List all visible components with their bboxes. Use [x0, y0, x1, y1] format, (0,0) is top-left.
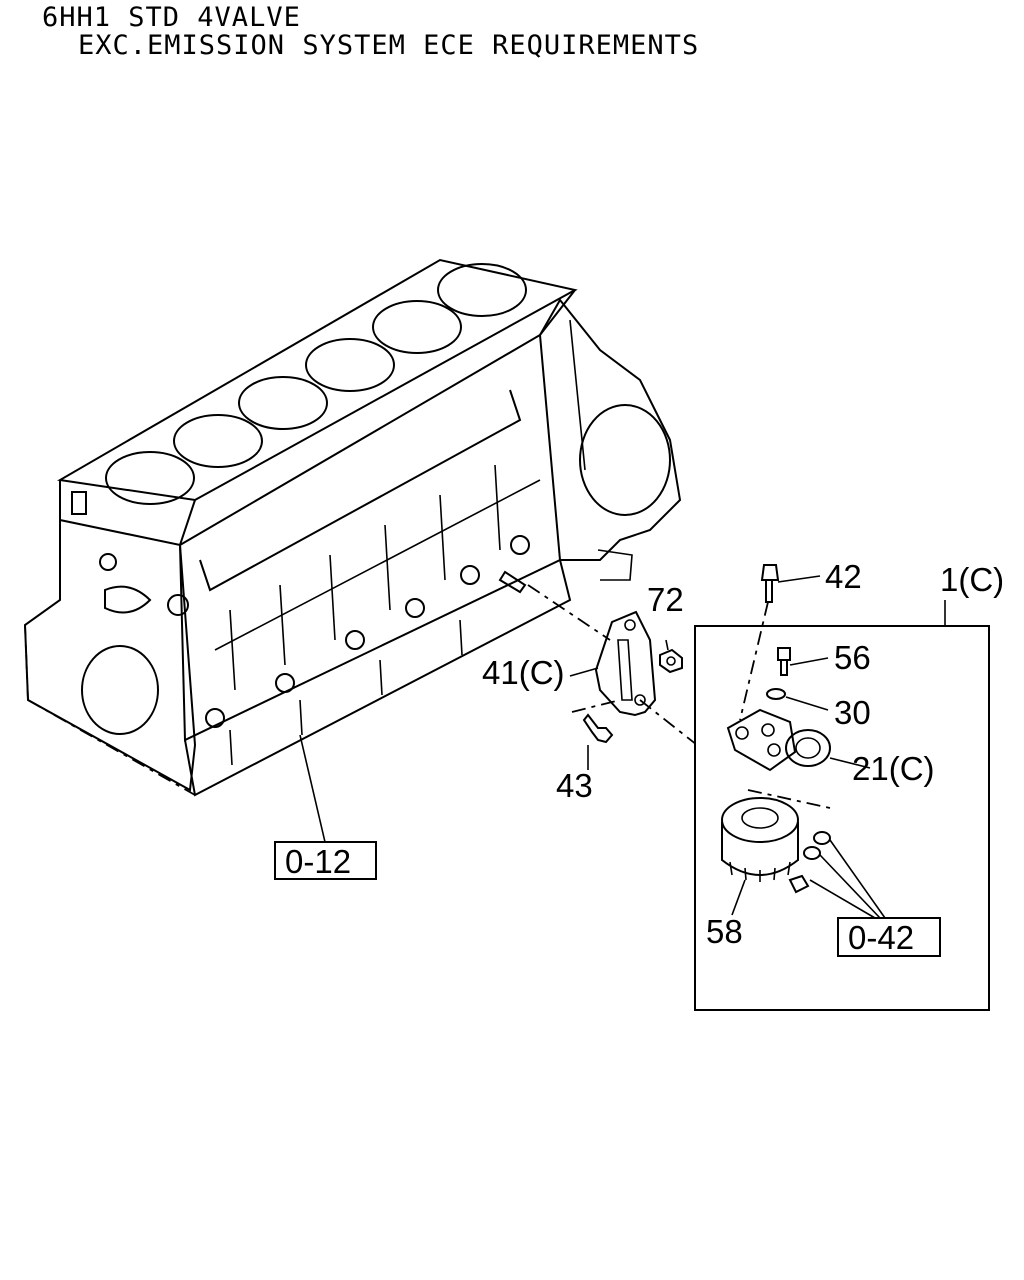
- callout-42: 42: [825, 558, 862, 595]
- diagram-title-line2: EXC.EMISSION SYSTEM ECE REQUIREMENTS: [78, 30, 700, 61]
- callout-30: 30: [834, 694, 871, 731]
- callout-41c: 41(C): [482, 654, 565, 691]
- oil-filter-part-58: [721, 789, 831, 916]
- callout-21c: 21(C): [852, 750, 935, 787]
- reference-0-12-label: 0-12: [285, 843, 351, 880]
- callout-1c: 1(C): [940, 561, 1004, 598]
- washer-part-30: [766, 688, 829, 711]
- callout-56: 56: [834, 639, 871, 676]
- reference-box-0-12[interactable]: 0-12: [274, 841, 377, 880]
- leader-41c: [569, 667, 599, 677]
- bolt-part-42: [739, 564, 821, 721]
- diagram-title-line1: 6HH1 STD 4VALVE: [42, 2, 301, 33]
- engine-block-drawing: [23, 258, 682, 843]
- reference-0-42-label: 0-42: [848, 919, 914, 956]
- reference-box-0-42[interactable]: 0-42: [837, 917, 941, 957]
- callout-72: 72: [647, 581, 684, 618]
- assembly-line-stud: [527, 584, 611, 641]
- callout-58: 58: [706, 913, 743, 950]
- callout-43: 43: [556, 767, 593, 804]
- bracket-part-41c: [571, 610, 736, 776]
- filter-head-part-21c: [726, 708, 871, 772]
- hardware-group-0-42: [788, 831, 886, 919]
- bolt-part-56: [777, 647, 829, 676]
